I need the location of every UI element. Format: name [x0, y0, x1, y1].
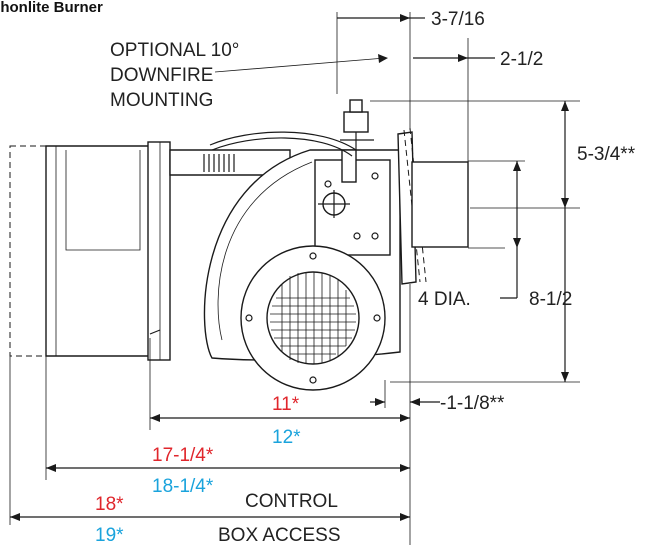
downfire-tilt-lines	[403, 127, 427, 283]
labels: OPTIONAL 10° DOWNFIRE MOUNTING 3-7/16 2-…	[95, 9, 636, 546]
dim-2-1-2: 2-1/2	[500, 49, 543, 70]
control-access-line-2: BOX ACCESS	[218, 525, 341, 546]
air-inlet-mesh	[270, 272, 356, 364]
vent-slots	[203, 154, 235, 172]
burner-drawing	[9, 99, 469, 391]
diagram-title: Schonlite Burner	[0, 0, 103, 16]
dim-19-blue: 19*	[95, 525, 124, 546]
optional-mounting-line-1: OPTIONAL 10°	[110, 40, 239, 61]
dim-18-red: 18*	[95, 494, 124, 515]
optional-mounting-line-2: DOWNFIRE	[110, 65, 213, 86]
blast-tube	[411, 161, 469, 248]
dim-18-1-4-blue: 18-1/4*	[152, 476, 214, 497]
ignition-assembly	[343, 111, 369, 133]
dim-5-3-4: 5-3/4**	[577, 144, 636, 165]
cable	[209, 131, 357, 151]
dim-17-1-4-red: 17-1/4*	[152, 445, 214, 466]
control-access-line-1: CONTROL	[245, 491, 338, 512]
dim-3-7-16: 3-7/16	[431, 9, 485, 30]
dim-11-red: 11*	[272, 394, 300, 415]
dimension-lines	[9, 12, 580, 545]
motor-body	[45, 145, 151, 357]
dim-12-blue: 12*	[272, 427, 301, 448]
motor-end-cap	[147, 141, 171, 361]
optional-mounting-line-3: MOUNTING	[110, 90, 213, 111]
dim-1-1-8: -1-1/8**	[440, 393, 505, 414]
dim-4-dia: 4 DIA.	[418, 289, 471, 310]
dim-8-1-2: 8-1/2	[529, 289, 572, 310]
air-inlet-grille	[266, 271, 360, 365]
